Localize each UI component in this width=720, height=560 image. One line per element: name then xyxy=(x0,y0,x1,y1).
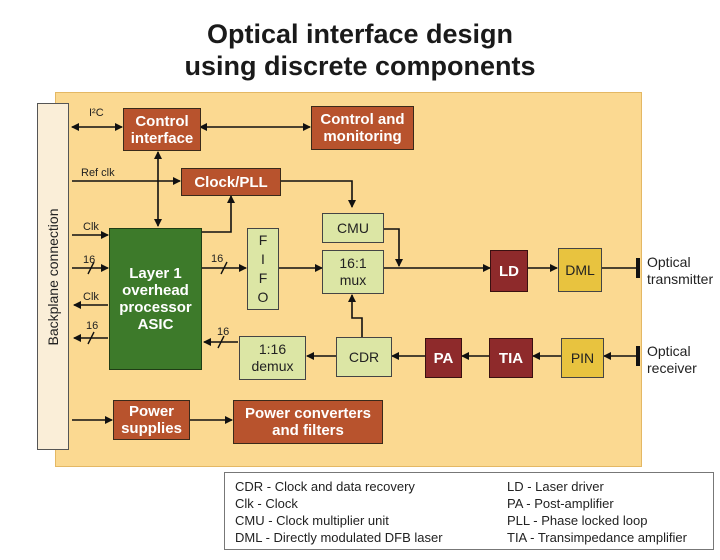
cmu-block: CMU xyxy=(322,213,384,243)
legend-ld: LD - Laser driver xyxy=(507,479,604,494)
legend-cdr: CDR - Clock and data recovery xyxy=(235,479,415,494)
control-interface-line-2: interface xyxy=(130,129,194,147)
dml-block: DML xyxy=(558,248,602,292)
i2c-label: I²C xyxy=(89,107,104,119)
pa-label: PA xyxy=(433,349,454,367)
demux-line-1: 1:16 xyxy=(258,341,287,357)
mux-line-2: mux xyxy=(339,272,367,288)
fifo-block: F I F O xyxy=(247,228,279,310)
ref-clk-label: Ref clk xyxy=(81,167,115,179)
power-converters-line-2: and filters xyxy=(272,422,344,439)
bus-asic-fifo-label: 16 xyxy=(211,253,224,265)
fifo-letter-4: O xyxy=(257,289,269,305)
mux-block: 16:1 mux xyxy=(322,250,384,294)
optical-receiver-label: Optical receiver xyxy=(647,343,697,377)
asic-block: Layer 1 overhead processor ASIC xyxy=(109,228,202,370)
pin-block: PIN xyxy=(561,338,604,378)
legend-dml: DML - Directly modulated DFB laser xyxy=(235,530,443,545)
power-supplies-block: Power supplies xyxy=(113,400,190,440)
wire-cdr-mux xyxy=(348,294,363,337)
bus-slash-asic-fifo xyxy=(220,261,228,275)
fifo-letter-2: I xyxy=(261,251,265,267)
asic-line-4: ASIC xyxy=(137,316,174,333)
wire-pll-cmu xyxy=(280,180,356,208)
control-monitoring-line-2: monitoring xyxy=(323,128,402,145)
optical-transmitter-line-1: Optical xyxy=(647,254,691,270)
ld-label: LD xyxy=(499,262,519,280)
legend: CDR - Clock and data recovery LD - Laser… xyxy=(224,472,714,550)
asic-line-3: processor xyxy=(119,299,192,316)
control-interface-line-1: Control xyxy=(135,112,189,130)
legend-pll: PLL - Phase locked loop xyxy=(507,513,648,528)
wire-cmu-mux xyxy=(384,228,403,267)
clock-pll-label: Clock/PLL xyxy=(194,173,268,191)
bus-slash-in xyxy=(87,261,95,275)
fifo-letter-1: F xyxy=(258,232,268,248)
bus-out-label: 16 xyxy=(86,320,99,332)
cdr-block: CDR xyxy=(336,337,392,377)
power-supplies-line-1: Power xyxy=(128,403,174,420)
pa-block: PA xyxy=(425,338,462,378)
pin-label: PIN xyxy=(570,349,595,366)
mux-line-1: 16:1 xyxy=(339,255,367,271)
bus-in-label: 16 xyxy=(83,254,96,266)
bus-slash-out xyxy=(87,331,95,345)
optical-tx-terminal xyxy=(636,258,640,278)
legend-tia: TIA - Transimpedance amplifier xyxy=(507,530,687,545)
tia-block: TIA xyxy=(489,338,533,378)
power-converters-line-1: Power converters xyxy=(245,405,371,422)
control-interface-block: Control interface xyxy=(123,108,201,151)
legend-pa: PA - Post-amplifier xyxy=(507,496,614,511)
fifo-letter-3: F xyxy=(258,270,268,286)
control-monitoring-line-1: Control and xyxy=(320,111,405,128)
title-line-1: Optical interface design xyxy=(206,19,514,49)
control-monitoring-block: Control and monitoring xyxy=(311,106,414,150)
clk-out-label: Clk xyxy=(83,291,99,303)
asic-line-1: Layer 1 xyxy=(129,265,182,282)
legend-clk: Clk - Clock xyxy=(235,496,298,511)
title-line-2: using discrete components xyxy=(184,51,536,81)
optical-receiver-line-2: receiver xyxy=(647,360,697,376)
ld-block: LD xyxy=(490,250,528,292)
dml-label: DML xyxy=(565,261,595,278)
optical-receiver-line-1: Optical xyxy=(647,343,691,359)
backplane-connection: Backplane connection xyxy=(37,103,69,450)
optical-transmitter-line-2: transmitter xyxy=(647,271,714,287)
demux-block: 1:16 demux xyxy=(239,336,306,380)
clk-in-label: Clk xyxy=(83,221,99,233)
clock-pll-block: Clock/PLL xyxy=(181,168,281,196)
legend-cmu: CMU - Clock multiplier unit xyxy=(235,513,389,528)
optical-transmitter-label: Optical transmitter xyxy=(647,254,713,288)
tia-label: TIA xyxy=(498,349,524,367)
demux-line-2: demux xyxy=(251,358,294,374)
optical-rx-terminal xyxy=(636,346,640,366)
bus-slash-demux-asic xyxy=(217,335,225,349)
cdr-label: CDR xyxy=(348,348,380,365)
power-supplies-line-2: supplies xyxy=(121,420,182,437)
asic-line-2: overhead xyxy=(122,282,189,299)
cmu-label: CMU xyxy=(337,219,369,236)
bus-demux-asic-label: 16 xyxy=(217,326,230,338)
wire-asic-pll xyxy=(202,195,235,233)
power-converters-block: Power converters and filters xyxy=(233,400,383,444)
